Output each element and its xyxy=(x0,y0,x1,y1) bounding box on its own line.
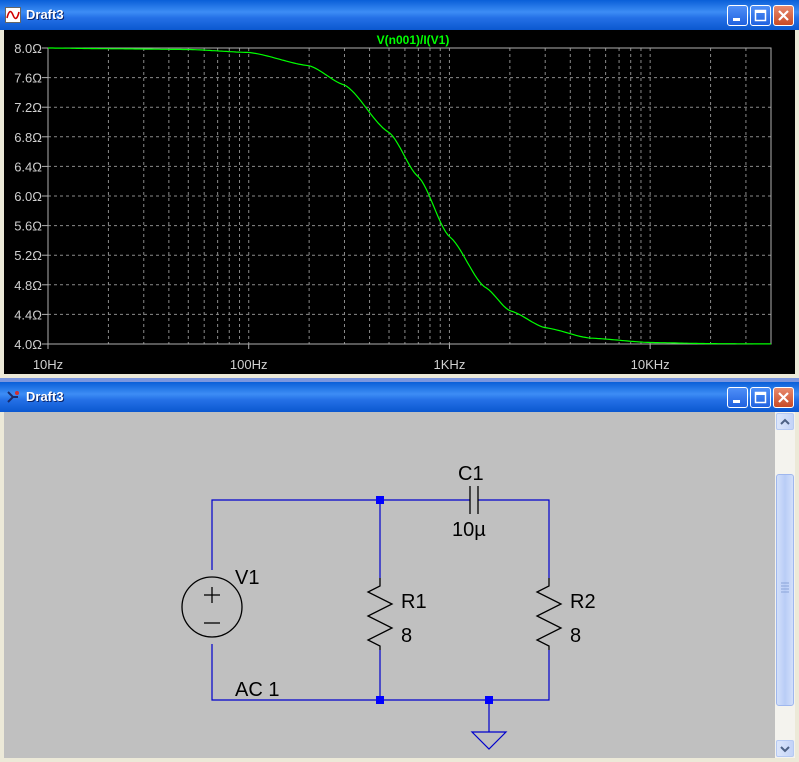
x-axis-ticks: 10Hz 100Hz 1KHz 10KHz xyxy=(33,344,670,372)
schematic-drawing: C1 10µ R1 8 R2 8 V1 AC 1 xyxy=(181,463,596,750)
schematic-canvas[interactable]: C1 10µ R1 8 R2 8 V1 AC 1 xyxy=(4,412,775,758)
junction-dots xyxy=(376,496,493,704)
r1-label: R1 xyxy=(401,591,427,613)
v1-label: V1 xyxy=(235,567,259,589)
y-tick-label: 5.6Ω xyxy=(14,219,42,234)
x-tick-label: 1KHz xyxy=(434,357,466,372)
grip-icon xyxy=(781,582,789,593)
maximize-icon xyxy=(754,9,767,22)
vertical-scrollbar[interactable] xyxy=(775,412,795,758)
voltage-source-v1[interactable] xyxy=(181,576,243,638)
schematic-window: Draft3 C xyxy=(0,382,799,762)
maximize-button[interactable] xyxy=(750,5,771,26)
wire-c1-to-right[interactable] xyxy=(478,499,550,578)
y-tick-label: 4.8Ω xyxy=(14,278,42,293)
y-tick-label: 7.6Ω xyxy=(14,71,42,86)
maximize-icon xyxy=(754,391,767,404)
y-tick-label: 6.8Ω xyxy=(14,130,42,145)
c1-value: 10µ xyxy=(452,519,486,541)
y-tick-label: 4.4Ω xyxy=(14,307,42,322)
minimize-button[interactable] xyxy=(727,5,748,26)
x-tick-label: 100Hz xyxy=(230,357,268,372)
resistor-r2[interactable] xyxy=(535,578,563,650)
close-button[interactable] xyxy=(773,5,794,26)
wire-left-top[interactable] xyxy=(211,499,380,570)
y-axis-ticks: 8.0Ω 7.6Ω 7.2Ω 6.8Ω 6.4Ω 6.0Ω 5.6Ω 5.2Ω 4.8Ω 4.4Ω… xyxy=(14,41,48,352)
r2-value: 8 xyxy=(570,625,581,647)
waveform-chart: 8.0Ω 7.6Ω 7.2Ω 6.8Ω 6.4Ω 6.0Ω 5.6Ω 5.2Ω 4.8Ω 4.4Ω… xyxy=(14,33,772,372)
close-icon xyxy=(778,392,789,403)
close-button[interactable] xyxy=(773,387,794,408)
chevron-down-icon xyxy=(780,746,790,753)
close-icon xyxy=(778,10,789,21)
x-tick-label: 10Hz xyxy=(33,357,63,372)
y-tick-label: 6.0Ω xyxy=(14,189,42,204)
scroll-down-button[interactable] xyxy=(776,740,794,757)
y-tick-label: 8.0Ω xyxy=(14,41,42,56)
x-tick-label: 10KHz xyxy=(631,357,670,372)
resistor-r1[interactable] xyxy=(366,578,394,650)
scroll-up-button[interactable] xyxy=(776,413,794,430)
ground-symbol[interactable] xyxy=(470,731,508,750)
y-tick-label: 5.2Ω xyxy=(14,248,42,263)
capacitor-c1[interactable] xyxy=(469,486,479,514)
plot-window: Draft3 8.0Ω 7.6Ω 7.2Ω 6.8Ω 6.4Ω 6.0Ω 5.6Ω 5.2Ω 4… xyxy=(0,0,799,378)
waveform-icon xyxy=(5,7,21,23)
y-tick-label: 4.0Ω xyxy=(14,337,42,352)
y-tick-label: 6.4Ω xyxy=(14,159,42,174)
r2-label: R2 xyxy=(570,591,596,613)
schematic-title-bar[interactable]: Draft3 xyxy=(0,382,799,412)
chevron-up-icon xyxy=(780,418,790,425)
junction-bottom-ground[interactable] xyxy=(485,696,493,704)
minimize-button[interactable] xyxy=(727,387,748,408)
minimize-icon xyxy=(733,400,740,403)
minimize-icon xyxy=(733,18,740,21)
junction-bottom-left[interactable] xyxy=(376,696,384,704)
plot-window-title: Draft3 xyxy=(26,7,64,22)
junction-top[interactable] xyxy=(376,496,384,504)
schematic-window-title: Draft3 xyxy=(26,389,64,404)
maximize-button[interactable] xyxy=(750,387,771,408)
trace-label[interactable]: V(n001)/I(V1) xyxy=(377,33,450,47)
scroll-thumb[interactable] xyxy=(776,474,794,706)
v1-value: AC 1 xyxy=(235,679,279,701)
trace-line[interactable] xyxy=(48,47,771,345)
plot-grid xyxy=(48,48,771,344)
waveform-plot-area[interactable]: 8.0Ω 7.6Ω 7.2Ω 6.8Ω 6.4Ω 6.0Ω 5.6Ω 5.2Ω 4.8Ω 4.4Ω… xyxy=(4,30,795,374)
y-tick-label: 7.2Ω xyxy=(14,100,42,115)
plot-title-bar[interactable]: Draft3 xyxy=(0,0,799,30)
r1-value: 8 xyxy=(401,625,412,647)
c1-label: C1 xyxy=(458,463,484,485)
schematic-icon xyxy=(7,391,19,403)
